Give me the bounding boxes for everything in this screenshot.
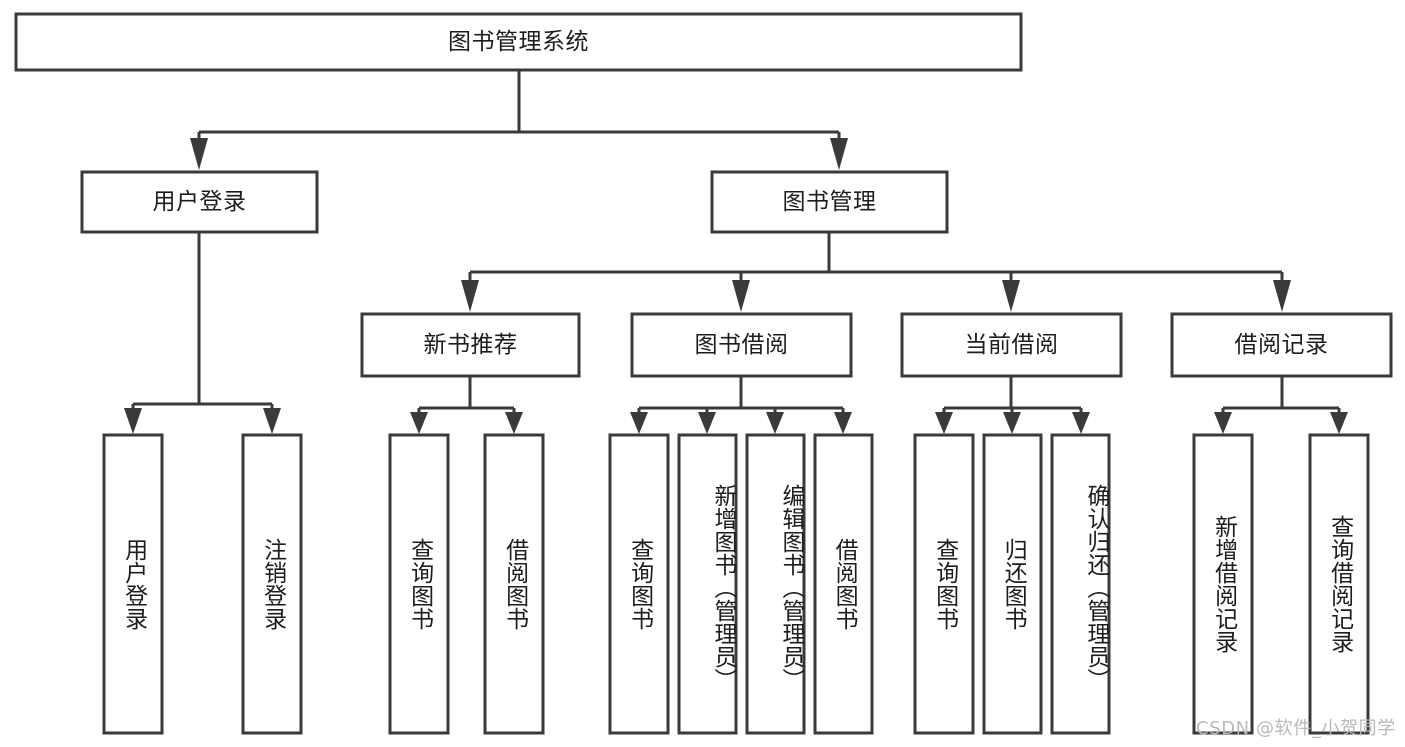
node-box-leaf-query-book-3[interactable] bbox=[913, 433, 975, 735]
node-box-leaf-edit-book-admin[interactable] bbox=[745, 433, 806, 735]
arrowhead-leaf-add-book-admin bbox=[698, 412, 716, 434]
connector-group-book-manage bbox=[461, 232, 1291, 312]
node-box-current-borrow[interactable] bbox=[900, 312, 1123, 378]
arrowhead-leaf-query-book-2 bbox=[630, 412, 648, 434]
arrowhead-current-borrow bbox=[1002, 280, 1020, 312]
node-box-leaf-return-book[interactable] bbox=[982, 433, 1043, 735]
connector-group-current-borrow bbox=[935, 376, 1090, 434]
arrowhead-leaf-edit-book-admin bbox=[766, 412, 784, 434]
connector-group-user-login bbox=[124, 232, 281, 434]
node-box-leaf-query-borrow-record[interactable] bbox=[1308, 433, 1370, 735]
node-box-new-book-recommend[interactable] bbox=[360, 312, 581, 378]
node-box-leaf-borrow-book-2[interactable] bbox=[813, 433, 874, 735]
node-box-book-borrow[interactable] bbox=[630, 312, 853, 378]
arrowhead-leaf-add-borrow-record bbox=[1214, 412, 1232, 434]
connector-group-root bbox=[190, 70, 848, 170]
arrowhead-book-borrow bbox=[732, 280, 750, 312]
arrowhead-leaf-borrow-book-1 bbox=[505, 412, 523, 434]
node-box-leaf-borrow-book-1[interactable] bbox=[483, 433, 545, 735]
arrowhead-leaf-user-logout bbox=[263, 408, 281, 434]
node-box-leaf-add-borrow-record[interactable] bbox=[1192, 433, 1254, 735]
arrowhead-borrow-record bbox=[1273, 280, 1291, 312]
connector-group-new-book-recommend bbox=[410, 376, 523, 434]
connector-group-book-borrow bbox=[630, 376, 852, 434]
arrowhead-user-login bbox=[190, 138, 208, 170]
node-box-leaf-query-book-1[interactable] bbox=[388, 433, 450, 735]
arrowhead-leaf-user-login bbox=[124, 408, 142, 434]
arrowhead-leaf-query-book-1 bbox=[410, 412, 428, 434]
arrowhead-leaf-confirm-return-admin bbox=[1072, 412, 1090, 434]
arrowhead-leaf-return-book bbox=[1003, 412, 1021, 434]
connector-group-borrow-record bbox=[1214, 376, 1348, 434]
node-box-leaf-user-logout[interactable] bbox=[241, 433, 303, 735]
node-box-leaf-add-book-admin[interactable] bbox=[677, 433, 738, 735]
node-box-leaf-query-book-2[interactable] bbox=[608, 433, 670, 735]
node-box-borrow-record[interactable] bbox=[1170, 312, 1393, 378]
arrowhead-leaf-query-borrow-record bbox=[1330, 412, 1348, 434]
arrowhead-book-manage bbox=[830, 138, 848, 170]
node-box-leaf-confirm-return-admin[interactable] bbox=[1050, 433, 1111, 735]
node-box-book-manage[interactable] bbox=[710, 170, 949, 234]
arrowhead-leaf-query-book-3 bbox=[935, 412, 953, 434]
arrowhead-new-book-recommend bbox=[461, 280, 479, 312]
node-box-leaf-user-login[interactable] bbox=[102, 433, 164, 735]
node-box-user-login[interactable] bbox=[80, 170, 319, 234]
arrowhead-leaf-borrow-book-2 bbox=[834, 412, 852, 434]
node-box-root[interactable] bbox=[14, 12, 1023, 72]
